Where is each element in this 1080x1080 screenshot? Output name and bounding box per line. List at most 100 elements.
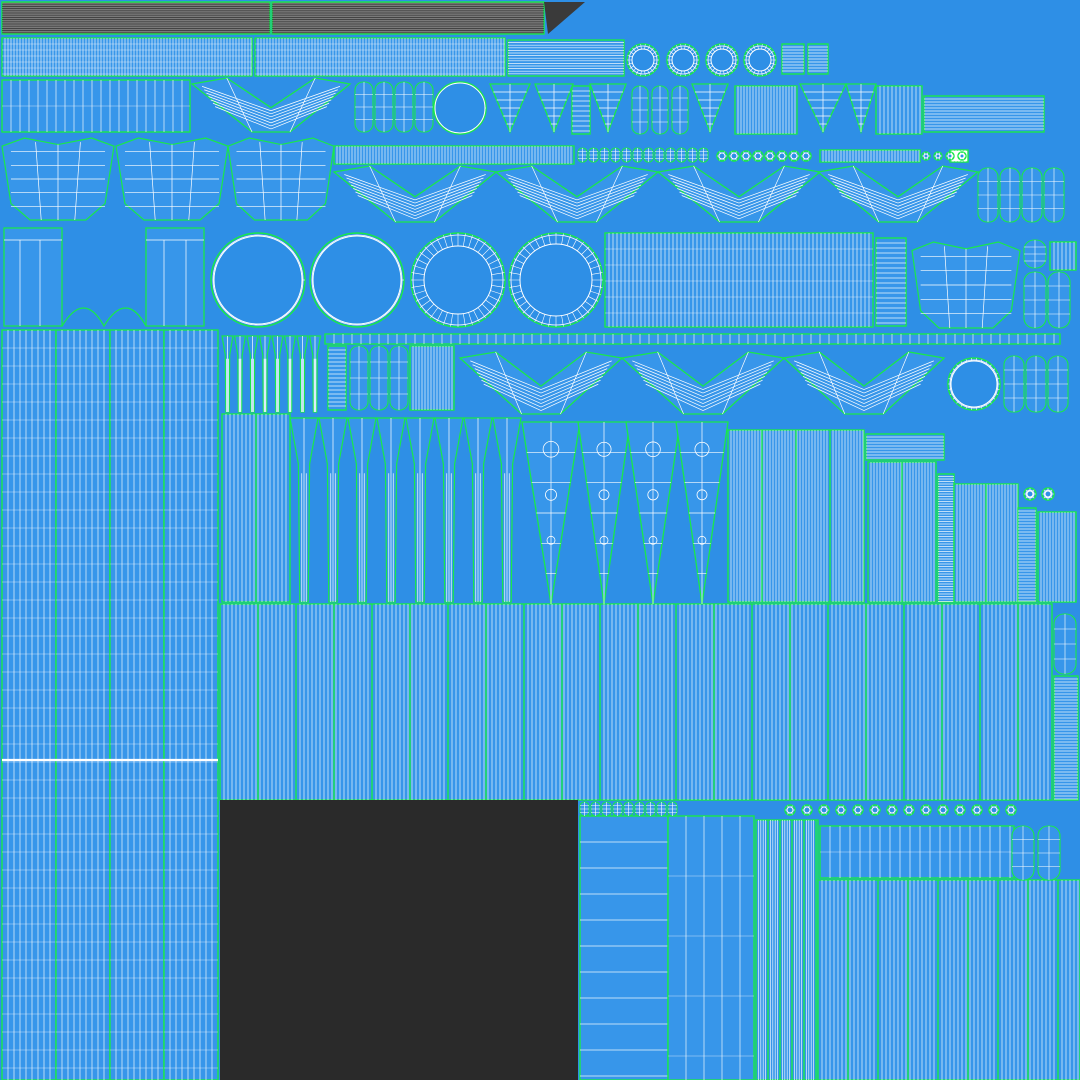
uv-leg-island — [296, 335, 309, 413]
uv-pod-wire — [375, 82, 393, 132]
uv-v-border — [782, 351, 946, 415]
uv-ring-spokes — [972, 805, 982, 815]
uv-v-border — [332, 165, 498, 223]
uv-pod-island — [414, 81, 434, 133]
uv-ring-inner — [718, 152, 726, 160]
uv-leg-wire — [504, 418, 510, 602]
uv-ring-island — [957, 151, 967, 161]
uv-ring-spokes — [753, 151, 763, 161]
uv-pod-island — [577, 147, 588, 163]
uv-island — [1037, 511, 1077, 603]
uv-ring-inner — [959, 153, 965, 159]
uv-leg-island — [463, 417, 493, 603]
uv-ring-island — [1005, 804, 1017, 816]
uv-island-border — [604, 232, 874, 328]
uv-ring-island — [1041, 487, 1055, 501]
uv-wedge-island — [798, 83, 848, 134]
uv-ring-spokes — [938, 805, 948, 815]
uv-pod-wire — [1026, 356, 1046, 412]
uv-island-border — [1, 37, 253, 77]
uv-leg-wire — [288, 336, 292, 412]
uv-island-wire — [272, 3, 544, 34]
uv-island-border — [734, 85, 798, 135]
uv-wedge-ring — [542, 441, 560, 458]
uv-pod-wire — [668, 802, 677, 816]
uv-ring-inner — [742, 152, 750, 160]
uv-wedge-ring — [696, 489, 708, 501]
uv-pod-island — [612, 801, 623, 817]
uv-v-border — [458, 351, 624, 415]
uv-ring-inner — [671, 48, 695, 72]
uv-ring-inner — [935, 153, 941, 159]
uv-ring-spokes — [706, 44, 738, 76]
uv-wedge-ring — [694, 441, 710, 457]
uv-island-seam — [761, 430, 831, 602]
uv-island-seam — [847, 880, 1059, 1080]
uv-wedge-island — [534, 83, 574, 134]
uv-pod-wire — [677, 148, 686, 162]
uv-island-cross-wire — [110, 347, 164, 1069]
uv-v-wire — [344, 165, 486, 223]
uv-ring-island — [852, 804, 864, 816]
uv-pod-island — [1043, 167, 1065, 223]
uv-pod-wire — [1038, 826, 1060, 880]
uv-island-wire — [580, 841, 668, 1077]
uv-arch-bottom — [61, 307, 147, 328]
uv-v-border — [656, 165, 822, 223]
uv-v-island — [620, 351, 786, 415]
uv-seat-wire — [920, 246, 1012, 329]
uv-island-cross-wire — [164, 347, 218, 1069]
uv-pod-wire — [657, 802, 666, 816]
uv-wedge-wire — [695, 84, 725, 132]
uv-pod-wire — [611, 148, 620, 162]
uv-ring-island — [801, 804, 813, 816]
uv-island — [109, 329, 165, 1080]
uv-ring-spokes — [819, 805, 829, 815]
uv-wedge-wire — [526, 422, 576, 604]
uv-wedge-wire — [582, 422, 626, 604]
uv-leg-island — [492, 417, 522, 603]
uv-leg-wire — [238, 336, 242, 412]
uv-leg-wire — [330, 418, 336, 602]
uv-ring-spokes — [801, 151, 811, 161]
uv-leg-wire — [417, 418, 423, 602]
uv-island-border — [875, 85, 923, 135]
uv-pod-island — [1053, 613, 1077, 675]
uv-v-border — [816, 165, 980, 223]
uv-island-border — [1, 329, 57, 1080]
uv-pod-island — [977, 167, 999, 223]
uv-v-island — [656, 165, 822, 223]
uv-v-border — [494, 165, 660, 223]
uv-wedge-wire — [680, 422, 724, 604]
uv-island-border — [1017, 507, 1037, 603]
uv-v-island — [494, 165, 660, 223]
uv-wedge-island — [845, 83, 877, 135]
uv-ring-island — [947, 357, 1001, 411]
uv-ring-island — [869, 804, 881, 816]
uv-pod-island — [632, 147, 643, 163]
uv-leg-island — [271, 335, 284, 413]
uv-ring-inner — [631, 48, 655, 72]
uv-leg-island — [283, 335, 297, 413]
uv-ring-island — [410, 232, 506, 328]
uv-ring-spokes — [717, 151, 727, 161]
uv-ring-island — [210, 232, 306, 328]
uv-seat-wire — [236, 142, 326, 221]
uv-wedge-ring — [599, 535, 609, 545]
uv-island-wire — [328, 349, 346, 407]
uv-pod-wire — [1022, 168, 1042, 222]
uv-pod-island — [599, 147, 610, 163]
uv-island-wire — [822, 150, 920, 162]
uv-island-wire — [608, 233, 870, 327]
uv-island — [409, 345, 455, 411]
uv-ring-spokes — [741, 151, 751, 161]
uv-ring-spokes — [667, 44, 699, 76]
uv-v-island — [458, 351, 624, 415]
uv-island — [1053, 675, 1079, 801]
uv-island-wire — [866, 436, 944, 459]
uv-v-wire — [470, 351, 612, 415]
uv-ring-spokes — [989, 805, 999, 815]
uv-pod-wire — [578, 148, 587, 162]
uv-island-border — [254, 37, 506, 77]
